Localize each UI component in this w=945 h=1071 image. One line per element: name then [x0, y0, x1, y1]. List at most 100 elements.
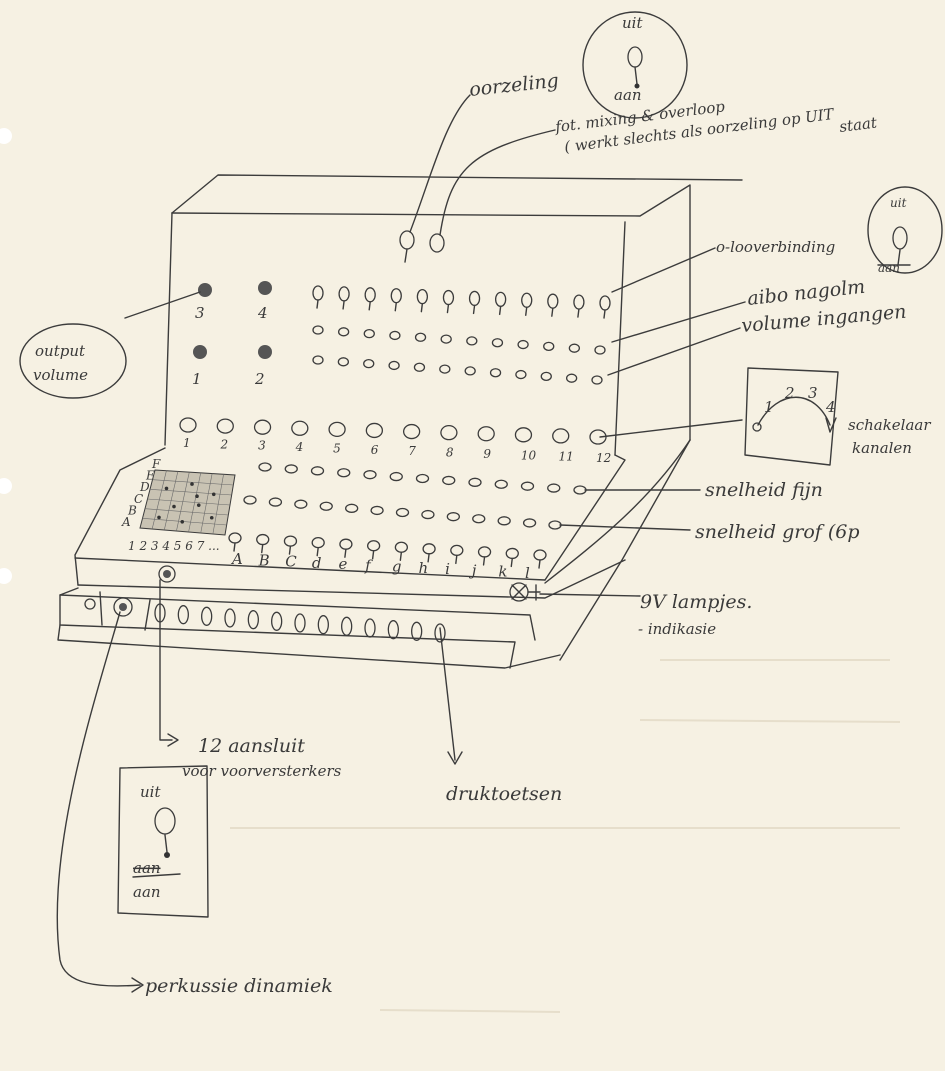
selector-pos-1: 1	[764, 398, 774, 416]
snelheid-grof-knob	[370, 505, 384, 516]
volume-knob	[515, 369, 527, 380]
snelheid-fijn-knob	[258, 462, 272, 472]
snelheid-grof-knob	[345, 503, 359, 513]
channel-letter: i	[445, 560, 450, 578]
output-number-1: 1	[192, 370, 202, 388]
channel-number: 2	[220, 437, 229, 451]
snelheid-grof-knob	[319, 501, 333, 511]
volume-knob	[413, 362, 426, 372]
channel-number: 11	[558, 450, 573, 464]
label-output-1: output	[35, 342, 86, 360]
snelheid-grof-knob	[522, 518, 537, 528]
channel-knob	[328, 421, 346, 438]
channel-number: 6	[371, 443, 379, 457]
volume-knob	[388, 360, 400, 371]
channel-letter: g	[392, 558, 402, 576]
grid-row-label: B	[127, 503, 137, 517]
push-button	[387, 620, 399, 640]
label-aansluit-1: 12 aansluit	[198, 735, 305, 757]
switch-right-drawing	[867, 186, 943, 274]
snelheid-grof-knob	[446, 512, 460, 522]
label-snelheid-fijn: snelheid fijn	[705, 479, 823, 501]
channel-number: 12	[596, 451, 611, 465]
channel-letter: l	[525, 564, 530, 582]
output-number-4: 4	[257, 304, 268, 322]
label-perkussie: perkussie dinamiek	[145, 975, 333, 997]
snelheid-grof-row	[243, 495, 562, 530]
channel-number: 3	[258, 439, 266, 453]
snelheid-fijn-knob	[284, 464, 298, 474]
channel-number: 5	[333, 441, 341, 455]
label-loopverbinding: o-looverbinding	[716, 238, 835, 256]
label-schakelaar-1: schakelaar	[848, 416, 931, 434]
channel-knob	[253, 419, 272, 435]
grid-col-labels: 1 2 3 4 5 6 7 ...	[128, 539, 220, 553]
push-button-row	[154, 603, 446, 643]
snelheid-fijn-knob	[363, 470, 377, 480]
label-oorzeling: oorzeling	[468, 70, 560, 101]
volume-knob	[517, 339, 529, 350]
channel-knob	[179, 417, 197, 433]
indicator-lamp	[509, 582, 541, 602]
channel-number: 8	[446, 446, 454, 460]
volume-knob	[540, 371, 552, 382]
output-number-2: 2	[254, 370, 265, 388]
volume-knob	[440, 334, 452, 344]
label-schakelaar-2: kanalen	[852, 439, 912, 457]
volume-knob	[568, 343, 581, 353]
push-button	[411, 621, 423, 641]
label-aansluit-2: voor voorversterkers	[182, 762, 342, 780]
volume-knob	[337, 327, 350, 337]
channel-knob	[552, 428, 570, 444]
volume-knob	[414, 332, 427, 342]
top-knobs	[399, 230, 445, 263]
grid-row-label: C	[134, 492, 143, 506]
output-volume-bubble	[19, 323, 127, 399]
snelheid-fijn-knob	[468, 477, 482, 487]
snelheid-grof-knob	[497, 516, 511, 526]
snelheid-grof-knob	[472, 514, 486, 524]
channel-letter: f	[364, 556, 373, 574]
grid-row-label: F	[151, 457, 161, 471]
channel-number: 9	[483, 447, 491, 461]
push-button	[364, 618, 376, 638]
push-button	[341, 616, 353, 636]
snelheid-grof-knob	[294, 499, 308, 509]
cabinet-outline	[57, 174, 743, 669]
snelheid-grof-knob	[243, 495, 257, 505]
label-lampjes-2: - indikasie	[638, 620, 716, 638]
volume-knob	[389, 330, 401, 341]
letter-knob-row	[228, 532, 547, 569]
perkussie-knob	[113, 597, 133, 617]
snelheid-fijn-knob	[520, 481, 535, 491]
snelheid-grof-knob	[395, 507, 410, 518]
push-button	[247, 610, 259, 630]
volume-knob	[489, 368, 502, 378]
push-button	[271, 611, 283, 631]
channel-knob	[440, 424, 458, 441]
push-button	[294, 613, 306, 633]
volume-knob	[565, 373, 578, 383]
snelheid-grof-knob	[268, 497, 283, 507]
switch-top-off: uit	[622, 14, 643, 32]
push-button	[434, 623, 446, 643]
volume-knob	[312, 355, 324, 365]
volume-knob	[439, 364, 451, 374]
channel-number: 7	[408, 444, 416, 458]
snelheid-fijn-knob	[389, 471, 403, 482]
grid-row-label: E	[145, 469, 155, 483]
selector-pos-2: 2	[784, 384, 795, 402]
volume-knob	[591, 375, 603, 385]
channel-number: 4	[295, 440, 304, 454]
output-volume-knobs	[193, 281, 272, 359]
snelheid-fijn-knob	[547, 483, 561, 493]
grid-row-label: A	[121, 515, 131, 529]
selector-sketch	[744, 367, 839, 466]
leader-lines	[56, 94, 746, 993]
volume-knob-row-1	[312, 325, 606, 355]
label-lampjes-1: 9V lampjes.	[640, 591, 752, 613]
volume-knob	[594, 345, 606, 355]
selector-pos-4: 4	[825, 398, 836, 416]
punch-hole-middle	[0, 478, 12, 494]
volume-knob	[337, 357, 350, 367]
